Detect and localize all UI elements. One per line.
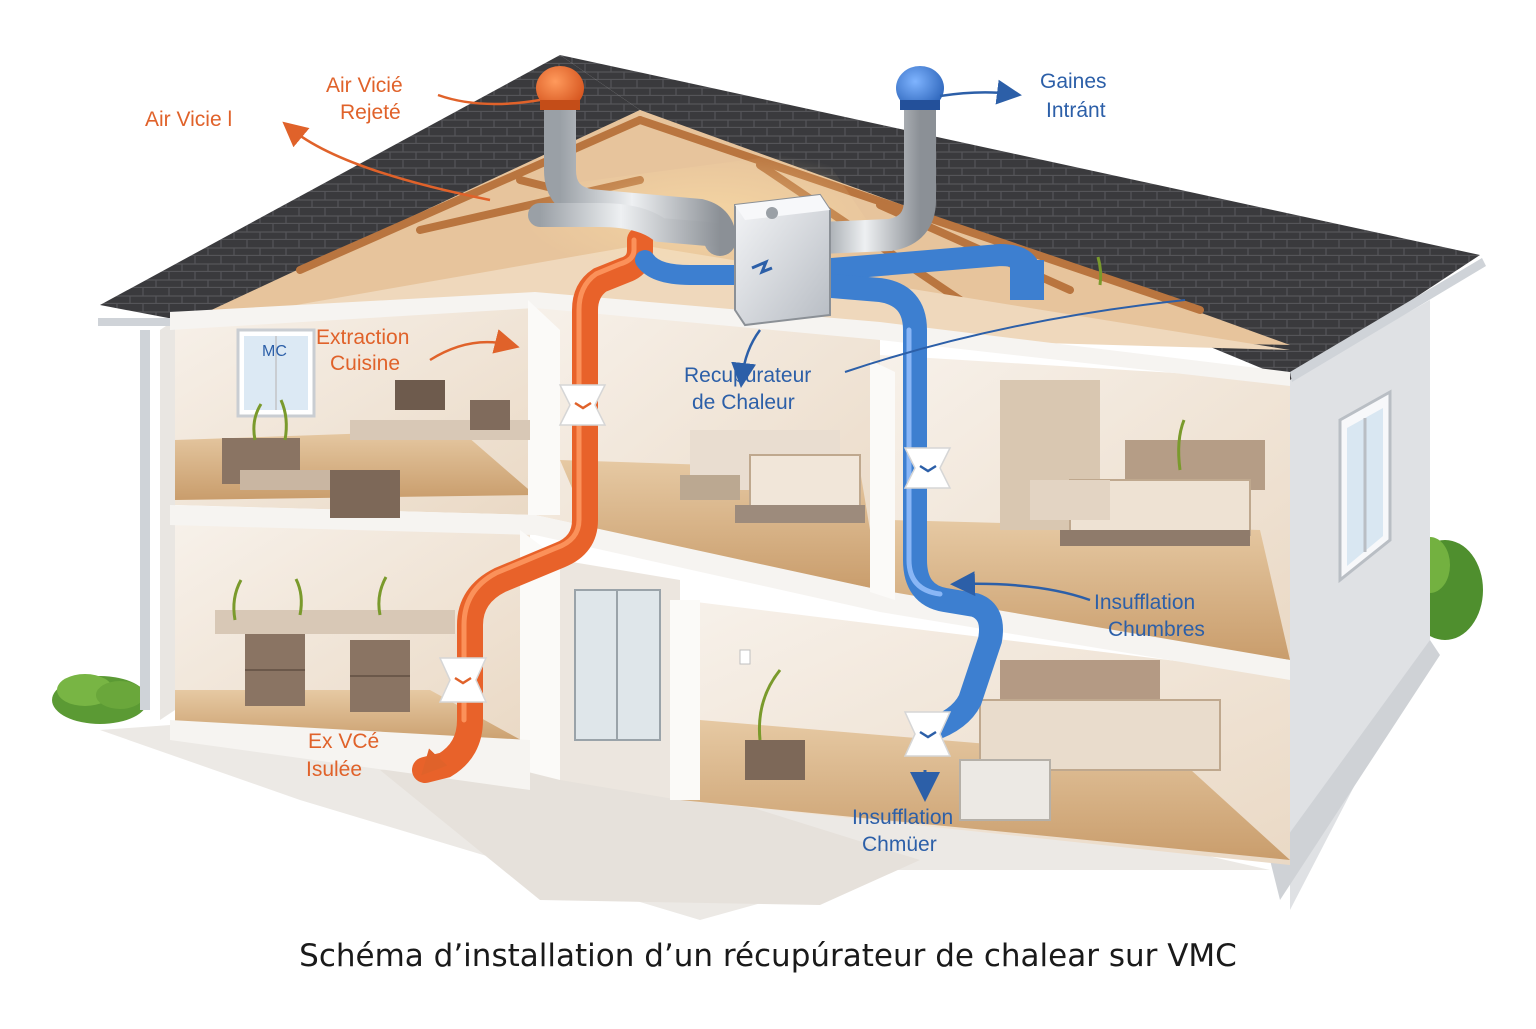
label-air-vicie-rejete-line2: Rejeté	[340, 101, 401, 124]
downpipe	[140, 330, 150, 710]
label-gaines-intrant-line2: Intránt	[1046, 99, 1106, 122]
label-recuperateur-line1: Recupúrateur	[684, 364, 811, 387]
label-insufflation-chambres-line2: Chumbres	[1108, 618, 1205, 641]
label-extraction-cuisine-line1: Extraction	[316, 326, 409, 349]
partition-2	[870, 360, 895, 600]
label-ex-isulee-line2: Isulée	[306, 758, 362, 781]
kitchen-window: MC	[238, 330, 314, 416]
supply-duct-drop	[1010, 260, 1044, 300]
heat-recovery-unit	[735, 195, 830, 325]
label-gaines-intrant-line1: Gaines	[1040, 70, 1107, 93]
label-air-vicie-left: Air Vicie l	[145, 108, 232, 131]
label-insufflation-chamber-line2: Chmüer	[862, 833, 937, 856]
label-extraction-cuisine-line2: Cuisine	[330, 352, 400, 375]
diagram-caption: Schéma d’installation d’un récupúrateur …	[299, 938, 1237, 974]
intake-roof-cap-ring	[900, 100, 940, 110]
partition-1	[528, 300, 560, 515]
label-insufflation-chambres-line1: Insufflation	[1094, 591, 1195, 614]
label-ex-isulee-line1: Ex VCé	[308, 730, 379, 753]
arrow-gaines-intrant	[940, 92, 1012, 96]
exhaust-roof-cap-ring	[540, 100, 580, 110]
window-sign-text: MC	[262, 343, 287, 360]
hedge-left	[52, 674, 148, 724]
partition-4	[670, 600, 700, 800]
label-air-vicie-rejete-line1: Air Vicié	[326, 74, 403, 97]
label-recuperateur-line2: de Chaleur	[692, 391, 795, 414]
label-gaines-intrant: Gaines Intránt	[1040, 70, 1107, 122]
label-insufflation-chamber-line1: Insufflation	[852, 806, 953, 829]
bathroom-shower	[575, 590, 660, 740]
label-air-vicie-rejete: Air Vicié Rejeté	[326, 74, 403, 124]
